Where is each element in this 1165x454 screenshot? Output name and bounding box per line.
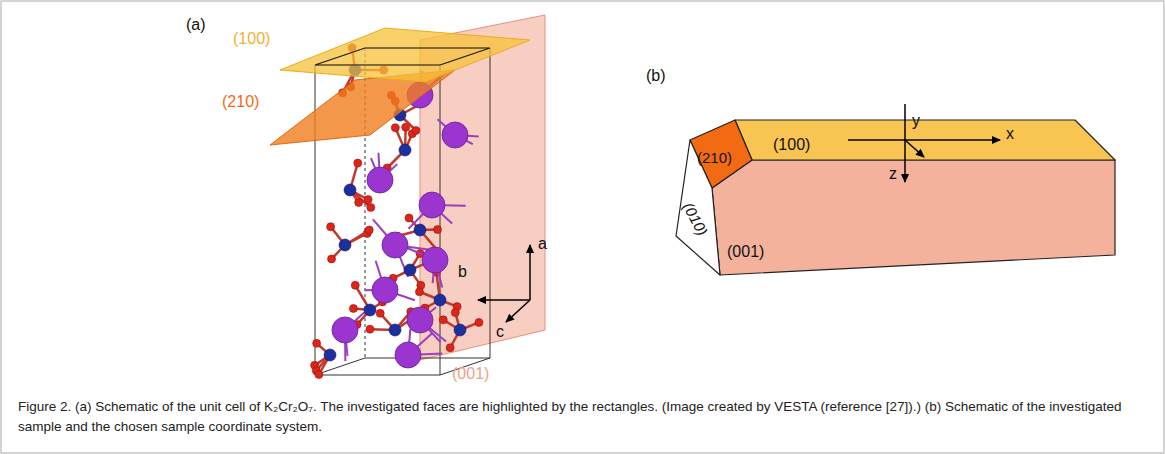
oxygen-atom (365, 226, 373, 234)
oxygen-atom (367, 203, 375, 211)
axis-label: y (912, 113, 920, 129)
axis-label: c (496, 324, 504, 340)
panel-label: (a) (186, 17, 206, 33)
face-label: (210) (697, 150, 732, 165)
chromium-atom (344, 184, 356, 196)
sample-block (676, 120, 1115, 275)
oxygen-atom (439, 316, 447, 324)
figure-caption: Figure 2. (a) Schematic of the unit cell… (18, 397, 1143, 436)
axis-label: x (1006, 126, 1014, 142)
chromium-atom (389, 324, 401, 336)
potassium-atom (382, 232, 408, 258)
oxygen-atom (328, 255, 336, 263)
oxygen-atom (315, 371, 323, 379)
potassium-atom (332, 317, 358, 343)
plane-label: (210) (222, 94, 259, 110)
oxygen-atom (366, 325, 374, 333)
oxygen-atom (451, 309, 459, 317)
oxygen-atom (415, 288, 423, 296)
sample-axes (848, 104, 1000, 182)
oxygen-atom (327, 223, 335, 231)
panel-label: (b) (646, 68, 666, 84)
oxygen-atom (412, 126, 420, 134)
potassium-atom (407, 307, 433, 333)
chromium-atom (414, 224, 426, 236)
face-label: (100) (773, 137, 810, 153)
potassium-atom (442, 122, 468, 148)
potassium-atom (367, 167, 393, 193)
axis-label: b (458, 264, 467, 280)
axis-label: z (889, 166, 897, 182)
oxygen-atom (355, 199, 363, 207)
oxygen-atom (313, 339, 321, 347)
oxygen-atom (446, 344, 454, 352)
oxygen-atom (349, 304, 357, 312)
plane-100 (280, 28, 530, 82)
oxygen-atom (391, 124, 399, 132)
oxygen-atom (405, 214, 413, 222)
chromium-atom (404, 264, 416, 276)
chromium-atom (339, 239, 351, 251)
chromium-atom (399, 144, 411, 156)
chromium-atom (454, 324, 466, 336)
oxygen-atom (475, 318, 483, 326)
face-label: (001) (727, 244, 764, 260)
chromium-atom (434, 294, 446, 306)
oxygen-atom (354, 159, 362, 167)
oxygen-atom (434, 226, 442, 234)
plane-label: (100) (233, 31, 270, 47)
potassium-atom (395, 342, 421, 368)
chromium-atom (364, 304, 376, 316)
plane-label: (001) (452, 366, 489, 382)
potassium-atom (372, 277, 398, 303)
oxygen-atom (376, 309, 384, 317)
oxygen-atom (351, 281, 359, 289)
oxygen-atom (364, 196, 372, 204)
potassium-atom (419, 192, 445, 218)
crystal-axes (478, 245, 530, 322)
axis-label: a (538, 236, 547, 252)
chromium-atom (324, 349, 336, 361)
cell-top-outline (315, 48, 490, 65)
potassium-atom (422, 247, 448, 273)
